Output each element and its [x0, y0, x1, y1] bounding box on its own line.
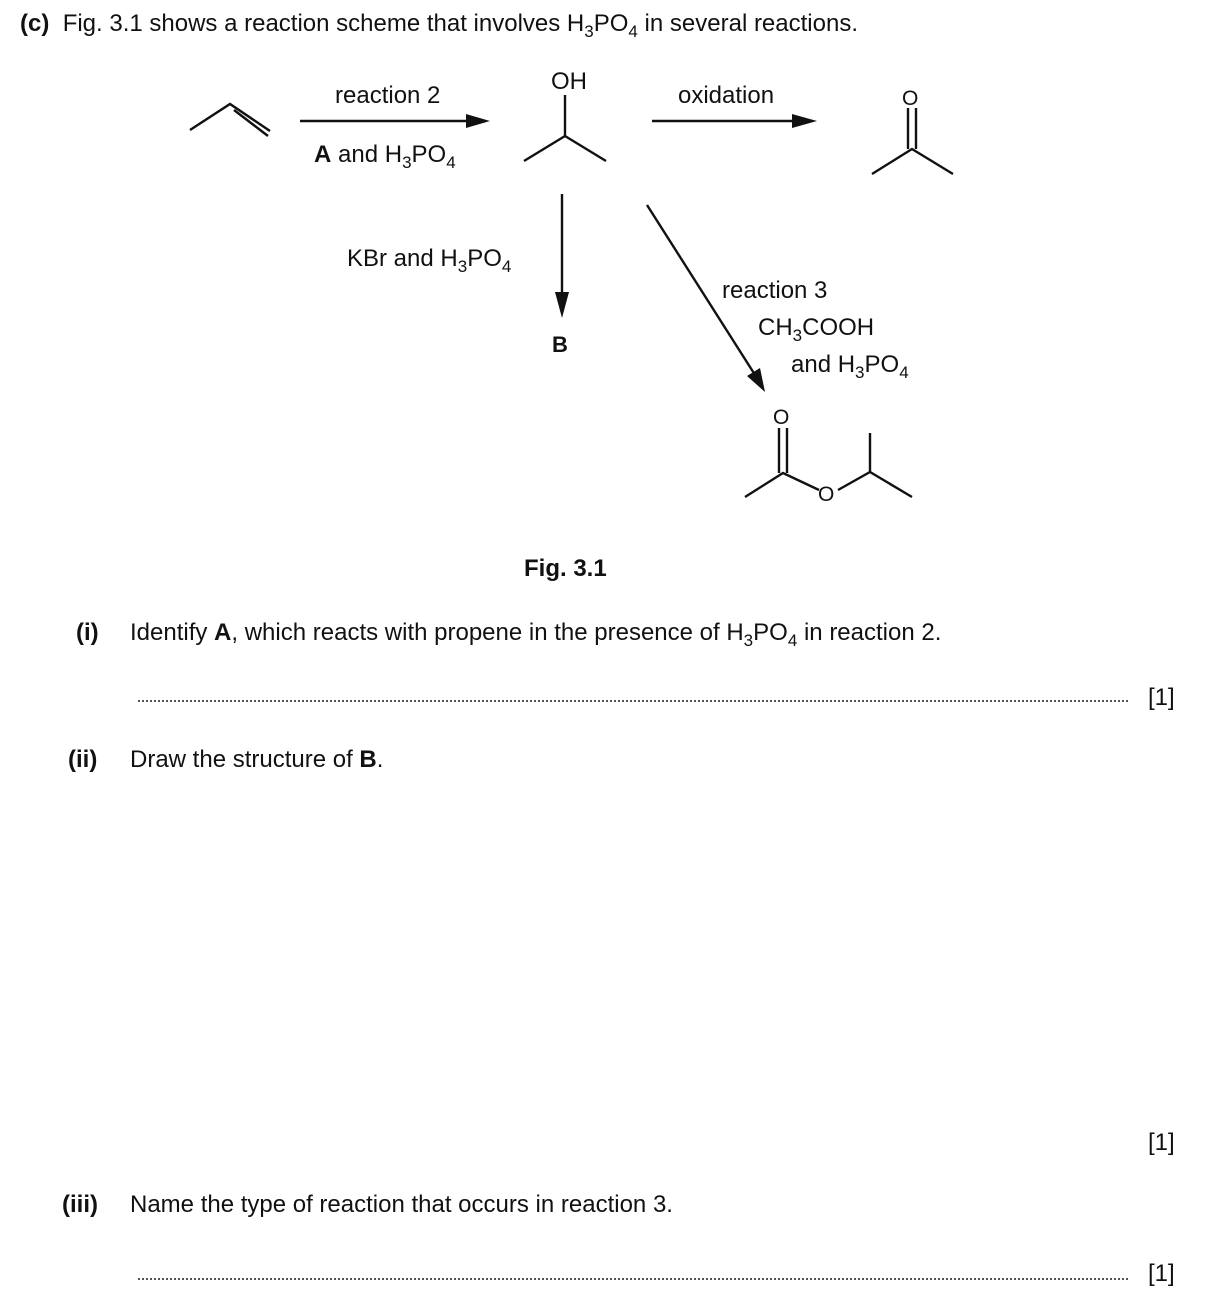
subscript: 4: [899, 363, 909, 382]
question-bold: A: [214, 619, 232, 646]
kbr-label: KBr and H3PO4: [347, 245, 511, 276]
formula-part: COOH: [802, 314, 875, 341]
down-arrowhead: [555, 292, 569, 318]
question-ii: (ii) Draw the structure of B.: [68, 746, 383, 773]
subscript: 3: [402, 153, 412, 172]
ester-oxygen: O: [818, 483, 835, 506]
question-text: Identify: [130, 619, 215, 646]
ester-structure-left: [744, 471, 820, 499]
propene-structure: [189, 102, 271, 132]
figure-caption: Fig. 3.1: [524, 555, 607, 582]
answer-line-iii[interactable]: [138, 1278, 1128, 1280]
question-label: (i): [76, 619, 99, 646]
subscript: 4: [501, 257, 512, 276]
oh-label: OH: [551, 68, 587, 95]
formula-part: PO: [753, 619, 788, 646]
question-text: , which reacts with propene in the prese…: [231, 619, 744, 646]
reagent-text: and H: [331, 141, 403, 168]
subscript: 4: [628, 22, 638, 41]
product-b-label: B: [552, 332, 568, 357]
propanone-structure: [871, 147, 954, 176]
question-text: .: [376, 746, 384, 773]
formula-part: PO: [864, 351, 900, 378]
subscript: 3: [743, 631, 754, 650]
reagent-text: KBr and H: [347, 245, 458, 272]
diagonal-arrow: [645, 204, 759, 379]
subscript: 3: [792, 326, 803, 345]
reagent-a-label: A and H3PO4: [314, 141, 456, 172]
marks-ii: [1]: [1148, 1129, 1175, 1156]
marks-iii: [1]: [1148, 1260, 1175, 1287]
reaction-scheme-drawing: [189, 95, 954, 499]
propan-2-ol-structure: [523, 134, 607, 163]
reaction2-label: reaction 2: [335, 82, 441, 109]
diagonal-arrowhead: [747, 368, 765, 392]
formula-part: PO: [593, 10, 629, 37]
oxidation-arrowhead: [792, 114, 817, 128]
and-h3po4-label: and H3PO4: [791, 351, 909, 382]
subscript: 4: [446, 153, 456, 172]
ketone-oxygen: O: [902, 87, 919, 110]
ester-carbonyl-oxygen: O: [773, 406, 790, 429]
part-label: (c): [20, 10, 50, 37]
question-text: Name the type of reaction that occurs in…: [130, 1191, 673, 1218]
question-text: Draw the structure of: [130, 746, 360, 773]
intro-text: Fig. 3.1 shows a reaction scheme that in…: [62, 10, 585, 37]
question-iii: (iii) Name the type of reaction that occu…: [62, 1191, 673, 1218]
formula-part: PO: [467, 245, 502, 272]
propene-double-bond: [233, 109, 269, 137]
formula-part: PO: [411, 141, 447, 168]
marks-i: [1]: [1148, 684, 1175, 711]
oxidation-label: oxidation: [678, 82, 775, 109]
ch3cooh-label: CH3COOH: [758, 314, 875, 345]
subscript: 3: [584, 22, 594, 41]
reagent-a: A: [314, 141, 332, 168]
subscript: 3: [457, 257, 468, 276]
intro-text-end: in several reactions.: [637, 10, 858, 37]
ester-structure-right: [837, 470, 913, 499]
subscript: 3: [855, 363, 865, 382]
question-bold: B: [359, 746, 377, 773]
question-label: (iii): [62, 1191, 98, 1218]
question-text: in reaction 2.: [797, 619, 942, 646]
answer-line-i[interactable]: [138, 700, 1128, 702]
part-c-heading: (c) Fig. 3.1 shows a reaction scheme tha…: [20, 10, 858, 41]
subscript: 4: [787, 631, 798, 650]
question-label: (ii): [68, 746, 98, 773]
formula-part: CH: [758, 314, 793, 341]
reaction2-arrowhead: [466, 114, 490, 128]
question-i: (i) Identify A, which reacts with propene…: [76, 619, 941, 650]
reaction3-label: reaction 3: [722, 277, 828, 304]
reagent-text: and H: [791, 351, 856, 378]
